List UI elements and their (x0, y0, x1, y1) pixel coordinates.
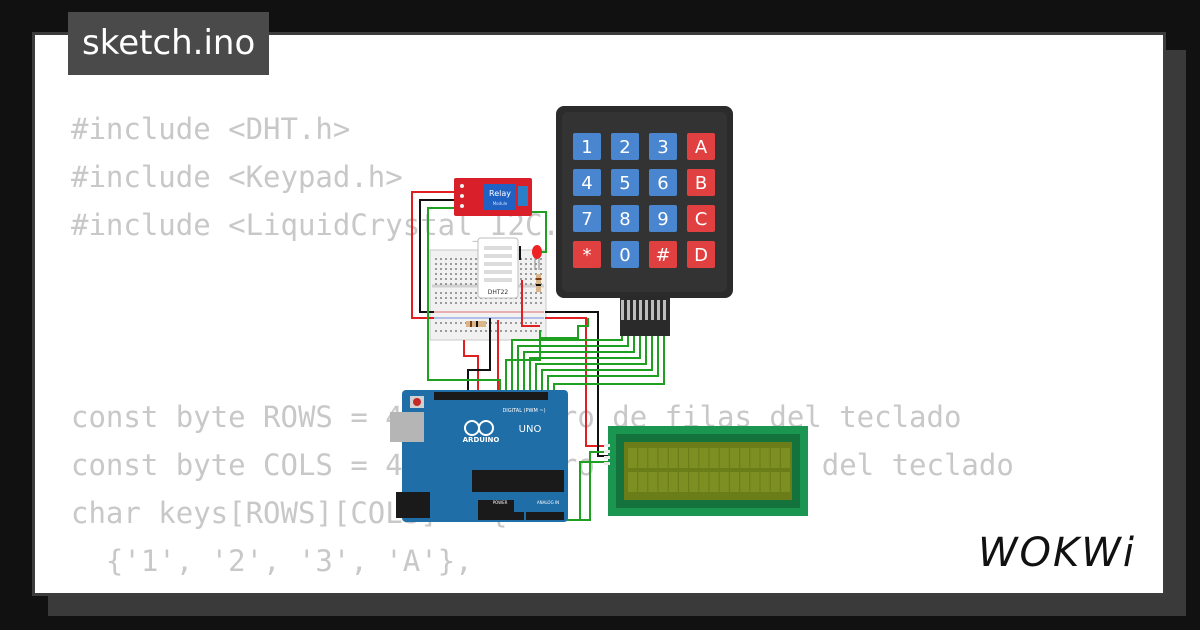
keypad-key: 0 (611, 241, 639, 268)
keypad-key-label: 6 (657, 173, 668, 194)
keypad-key: 1 (573, 133, 601, 160)
lcd-display (604, 426, 808, 516)
code-line: {'4', '5', '6', 'B'}, (71, 592, 473, 593)
keypad-key: * (573, 241, 601, 268)
arduino-power-label: POWER (493, 500, 508, 505)
code-line: #include <DHT.h> (71, 112, 351, 146)
keypad-key-label: 2 (619, 137, 630, 158)
code-line: {'1', '2', '3', 'A'}, (71, 544, 473, 578)
keypad-key-label: 7 (581, 209, 592, 230)
arduino-digital-label: DIGITAL (PWM ~) (502, 408, 545, 414)
dht-label: DHT22 (488, 289, 509, 296)
keypad-key-label: * (583, 245, 592, 266)
wokwi-logo[interactable]: WOKWi (978, 526, 1150, 578)
keypad: 1 2 3 A 4 5 6 B 7 8 9 C * 0 # D (556, 106, 733, 336)
wokwi-logo-text: WOKWi (978, 530, 1136, 576)
keypad-key: 6 (649, 169, 677, 196)
keypad-key-label: 5 (619, 173, 630, 194)
keypad-key-label: 4 (581, 173, 592, 194)
keypad-key-label: 3 (657, 137, 668, 158)
keypad-key: D (687, 241, 715, 268)
keypad-key: 2 (611, 133, 639, 160)
relay-label: Relay (489, 189, 511, 198)
keypad-key-label: # (655, 245, 670, 266)
file-tab-label: sketch.ino (82, 23, 256, 63)
dht22-sensor: DHT22 (477, 237, 519, 299)
keypad-key: 3 (649, 133, 677, 160)
keypad-key-label: C (695, 209, 708, 230)
keypad-key: B (687, 169, 715, 196)
relay-sub-label: Module (493, 201, 508, 206)
resistor-dht (466, 321, 486, 327)
arduino-model: UNO (519, 424, 542, 435)
keypad-key: C (687, 205, 715, 232)
keypad-key-label: 0 (619, 245, 630, 266)
keypad-key: 4 (573, 169, 601, 196)
arduino-analog-label: ANALOG IN (537, 500, 559, 505)
keypad-key: 9 (649, 205, 677, 232)
arduino-brand: ARDUINO (463, 436, 500, 444)
code-line: #include <Keypad.h> (71, 160, 403, 194)
keypad-key-label: B (695, 173, 707, 194)
keypad-key-label: 9 (657, 209, 668, 230)
keypad-key: 7 (573, 205, 601, 232)
relay-module: Relay Module (454, 178, 532, 216)
arduino-uno: ARDUINO UNO DIGITAL (PWM ~) POWER ANALOG… (390, 390, 568, 522)
led (532, 245, 542, 270)
keypad-key-label: 1 (581, 137, 592, 158)
resistor-led (536, 274, 541, 292)
keypad-key: # (649, 241, 677, 268)
keypad-key-label: D (694, 245, 708, 266)
keypad-key: 8 (611, 205, 639, 232)
keypad-key-label: A (695, 137, 708, 158)
keypad-key: 5 (611, 169, 639, 196)
file-tab[interactable]: sketch.ino (68, 12, 270, 75)
keypad-key: A (687, 133, 715, 160)
keypad-key-label: 8 (619, 209, 630, 230)
